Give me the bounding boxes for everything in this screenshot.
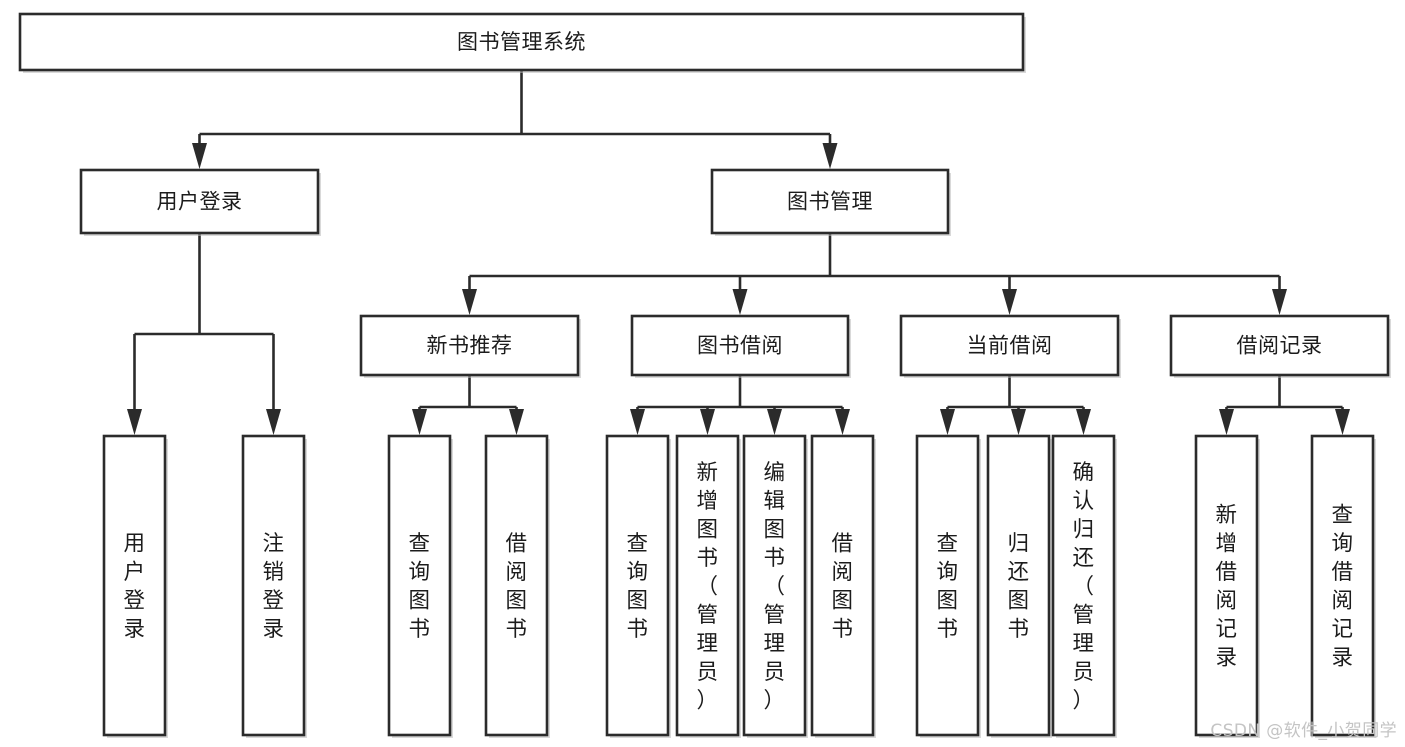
csdn-watermark: CSDN @软件_小贺同学 [1210,721,1397,741]
node-box[interactable] [710,168,950,235]
node-label: 图书管理系统 [457,30,586,54]
edge-arrowhead [835,409,850,435]
node-label: 编辑图书（管理员） [763,460,785,713]
node-label: 归还图书 [1007,532,1029,643]
node-leaf-borrow-book-2[interactable]: 借阅图书 [810,434,876,738]
node-box[interactable] [742,434,807,737]
node-leaf-add-book[interactable]: 新增图书（管理员） [675,434,741,738]
node-box[interactable] [484,434,549,737]
nodes-layer: 图书管理系统用户登录图书管理新书推荐图书借阅当前借阅借阅记录用户登录注销登录查询… [18,12,1391,738]
node-borrow-record[interactable]: 借阅记录 [1169,314,1391,378]
node-box[interactable] [630,314,850,377]
node-user-login[interactable]: 用户登录 [79,168,321,236]
node-label: 查询图书 [626,532,648,643]
node-leaf-query-book-2[interactable]: 查询图书 [605,434,671,738]
node-label: 新增借阅记录 [1215,503,1237,671]
edge-arrowhead [1011,409,1026,435]
edge-group-borrow-record [1219,375,1350,435]
node-box[interactable] [899,314,1120,377]
node-leaf-query-book-3[interactable]: 查询图书 [915,434,981,738]
edge-arrowhead [940,409,955,435]
edge-group-user-login [127,233,281,435]
edge-arrowhead [630,409,645,435]
edge-arrowhead [1335,409,1350,435]
edge-group-book-manage [462,233,1287,315]
node-box[interactable] [1194,434,1259,737]
node-label: 查询图书 [936,532,958,643]
node-box[interactable] [387,434,452,737]
edge-group-book-borrow [630,375,850,435]
edge-group-current-borrow [940,375,1091,435]
node-leaf-query-book-1[interactable]: 查询图书 [387,434,453,738]
node-label: 图书借阅 [697,334,783,358]
node-label: 新书推荐 [427,334,513,358]
node-box[interactable] [675,434,740,737]
node-label: 借阅图书 [831,532,853,643]
node-leaf-return-book[interactable]: 归还图书 [986,434,1052,738]
node-label: 查询图书 [408,532,430,643]
node-label: 确认归还（管理员） [1072,460,1094,713]
edge-arrowhead [1219,409,1234,435]
node-label: 当前借阅 [967,334,1053,358]
node-box[interactable] [79,168,320,235]
node-box[interactable] [359,314,580,377]
edge-arrowhead [462,289,477,315]
node-box[interactable] [18,12,1025,72]
node-box[interactable] [1169,314,1390,377]
node-label: 借阅图书 [505,532,527,643]
edge-group-new-book-rec [412,375,524,435]
node-label: 图书管理 [787,190,873,214]
node-box[interactable] [1310,434,1375,737]
edge-arrowhead [509,409,524,435]
node-book-borrow[interactable]: 图书借阅 [630,314,851,378]
edge-arrowhead [1272,289,1287,315]
edge-arrowhead [192,143,207,169]
node-label: 用户登录 [123,532,145,643]
node-book-manage[interactable]: 图书管理 [710,168,951,236]
edge-arrowhead [732,289,748,315]
node-label: 借阅记录 [1237,334,1323,358]
node-box[interactable] [102,434,167,737]
node-label: 注销登录 [262,532,284,643]
node-label: 用户登录 [157,190,243,214]
node-leaf-logout[interactable]: 注销登录 [241,434,307,738]
edge-arrowhead [1002,289,1017,315]
node-leaf-confirm-return[interactable]: 确认归还（管理员） [1051,434,1117,738]
node-label: 新增图书（管理员） [696,460,718,713]
node-box[interactable] [1051,434,1116,737]
node-box[interactable] [810,434,875,737]
node-new-book-rec[interactable]: 新书推荐 [359,314,581,378]
node-leaf-add-record[interactable]: 新增借阅记录 [1194,434,1260,738]
edge-group-root [192,70,838,169]
node-leaf-borrow-book-1[interactable]: 借阅图书 [484,434,550,738]
edge-arrowhead [700,409,715,435]
edge-arrowhead [127,409,142,435]
node-current-borrow[interactable]: 当前借阅 [899,314,1121,378]
node-box[interactable] [986,434,1051,737]
edge-arrowhead [266,409,281,435]
node-box[interactable] [605,434,670,737]
node-leaf-user-login[interactable]: 用户登录 [102,434,168,738]
node-box[interactable] [915,434,980,737]
edge-arrowhead [412,409,427,435]
node-leaf-edit-book[interactable]: 编辑图书（管理员） [742,434,808,738]
node-root[interactable]: 图书管理系统 [18,12,1026,73]
node-label: 查询借阅记录 [1331,503,1353,671]
node-leaf-query-record[interactable]: 查询借阅记录 [1310,434,1376,738]
edge-arrowhead [822,143,838,169]
edge-arrowhead [1076,409,1091,435]
node-box[interactable] [241,434,306,737]
edges-layer [127,70,1350,435]
edge-arrowhead [767,409,782,435]
